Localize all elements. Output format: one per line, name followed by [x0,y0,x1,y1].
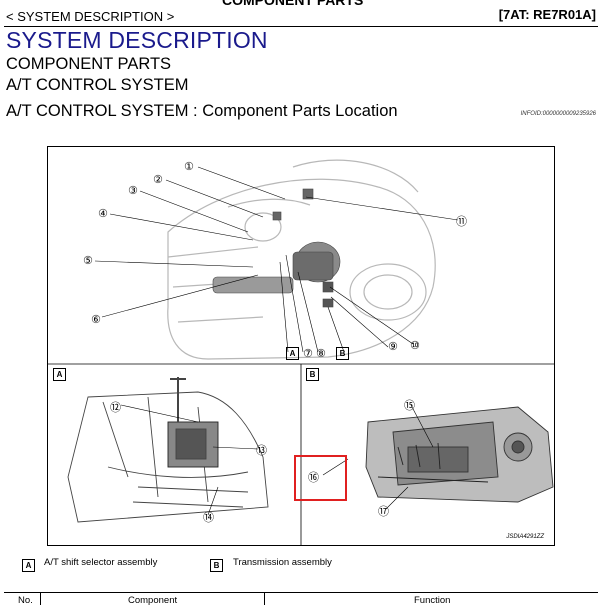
callout-3: ③ [128,185,138,197]
callout-9: ⑨ [388,341,398,353]
component-table-header: No. Component Function [4,592,598,606]
component-location-figure: ① ② ③ ④ ⑤ ⑥ ⑦ ⑧ ⑨ ⑩ ⑪ A B A B ⑫ ⑬ ⑭ ⑮ ⑯ … [47,146,555,546]
legend-a-marker: A [22,559,35,572]
figure-code: JSDIA4291ZZ [506,534,544,540]
page-title: SYSTEM DESCRIPTION [6,27,268,53]
inset-b-label: B [306,368,319,381]
info-id: INFOID:0000000009235926 [520,111,596,117]
callout-15: ⑮ [404,400,415,412]
callout-2: ② [153,174,163,186]
highlight-box [294,455,347,501]
callout-8: ⑧ [316,348,326,360]
callout-7: ⑦ [303,348,313,360]
callout-4: ④ [98,208,108,220]
inset-label-a-marker: A [286,347,299,360]
callout-17: ⑰ [378,506,389,518]
leader-lines-a [120,404,259,516]
section-title: COMPONENT PARTS [222,0,364,8]
callout-5: ⑤ [83,255,93,267]
transmission-illustration [212,188,341,308]
shift-selector-illustration [67,377,269,523]
callout-12: ⑫ [110,402,121,414]
manual-code: [7AT: RE7R01A] [498,7,596,22]
inset-a-label: A [53,368,66,381]
leader-lines-b [322,404,434,510]
leader-lines-top [94,166,459,353]
callout-11: ⑪ [456,216,467,228]
legend-a-text: A/T shift selector assembly [44,557,158,568]
col-sep-1 [40,593,41,605]
legend-b-text: Transmission assembly [233,557,332,568]
subtitle-component-parts: COMPONENT PARTS [6,55,172,73]
header-rule [4,26,598,27]
inset-label-b-marker: B [336,347,349,360]
subtitle-control-system: A/T CONTROL SYSTEM [6,76,189,94]
col-no: No. [18,595,33,606]
breadcrumb[interactable]: < SYSTEM DESCRIPTION > [6,9,175,24]
callout-1: ① [184,161,194,173]
callout-13: ⑬ [256,445,267,457]
transmission-detail-illustration [365,406,554,503]
col-component: Component [128,595,178,606]
col-function: Function [414,595,451,606]
legend-b-marker: B [210,559,223,572]
col-sep-2 [264,593,265,605]
callout-10: ⑩ [410,340,420,352]
callout-14: ⑭ [203,512,214,524]
figure-illustration [48,159,554,545]
callout-6: ⑥ [91,314,101,326]
subtitle-parts-location: A/T CONTROL SYSTEM : Component Parts Loc… [6,102,398,120]
callout-16: ⑯ [308,472,319,484]
